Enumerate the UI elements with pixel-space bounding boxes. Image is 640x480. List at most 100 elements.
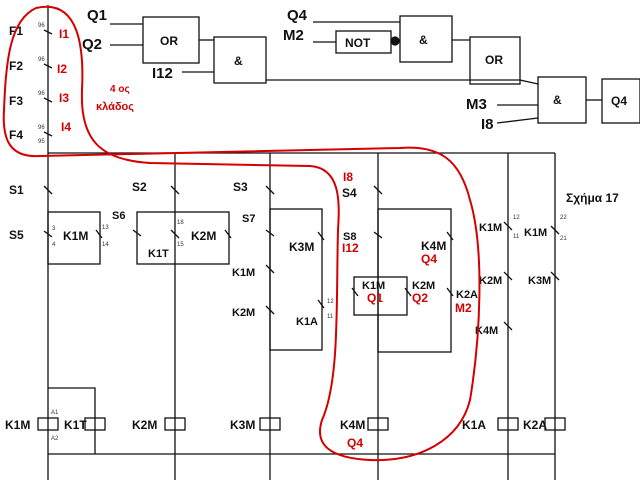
contact-k4m-b5: K4M [475, 325, 498, 337]
k1m-hold-pin-bot: 14 [102, 242, 109, 248]
k1t-pin-bot: 15 [177, 242, 184, 248]
and-gate-1-label: & [234, 54, 243, 68]
k1m-k2m-block [353, 276, 408, 316]
coil-k2a-label: K2A [523, 418, 547, 432]
and-gate-1 [213, 36, 267, 84]
contact-k1m-b5: K1M [479, 222, 502, 234]
k1m-hold-loop [47, 211, 101, 265]
b5-pin-bot: 11 [513, 234, 520, 240]
and-gate-2 [399, 15, 453, 63]
branch-5: K1M K2M K4M 12 11 K1A [462, 153, 520, 480]
and-gate-3-label: & [553, 93, 562, 107]
coil-k1t-label: K1T [64, 418, 87, 432]
inverter-bubble [390, 36, 400, 46]
or-gate-2-label: OR [485, 53, 503, 67]
annot-q4-bottom: Q4 [347, 436, 363, 450]
b5-pin-top: 12 [513, 215, 520, 221]
k1t-pin-top: 18 [177, 220, 184, 226]
branch-1: S1 S5 K1M 3 4 13 14 K1M K1T A1 A2 [5, 145, 109, 480]
contact-k1m-b4: K1M [362, 280, 385, 292]
contact-k4m-hold: K4M [421, 239, 446, 253]
k1a-pin-top: 12 [327, 299, 334, 305]
not-gate-label: NOT [345, 36, 371, 50]
contact-k1m-hold: K1M [63, 229, 88, 243]
switch-s6: S6 [112, 210, 125, 222]
contact-k1t: K1T [148, 248, 169, 260]
coil-k1a-label: K1A [462, 418, 486, 432]
s5-pin-bot: 4 [52, 242, 56, 248]
switch-s5: S5 [9, 228, 24, 242]
coil-k1m-label: K1M [5, 418, 30, 432]
coil-k3m-label: K3M [230, 418, 255, 432]
coil-k3m [259, 417, 281, 431]
contact-k2m-hold: K2M [191, 229, 216, 243]
input-m2: M2 [283, 27, 304, 44]
coil-k2m [164, 417, 186, 431]
or-gate-2 [469, 36, 521, 85]
branch-note-line1: 4 ος [110, 84, 130, 95]
fuse-f3-input: I3 [59, 91, 69, 105]
output-q4-box [601, 78, 640, 124]
logic-diagram: OR Q1 Q2 & I12 Q4 M2 NOT & OR & M3 [82, 7, 640, 133]
contact-k3m-hold: K3M [289, 240, 314, 254]
coil-k4m [367, 417, 389, 431]
k4m-hold-loop [377, 208, 452, 353]
input-q1: Q1 [87, 7, 107, 24]
highlight-loop [2, 5, 481, 462]
k1m-coil-a1: A1 [51, 410, 59, 416]
input-m3: M3 [466, 96, 487, 113]
annot-m2: M2 [455, 301, 472, 315]
contact-k2m-b4: K2M [412, 280, 435, 292]
branch-6: Σχήμα 17 K1M K3M 22 21 K2A [523, 153, 619, 480]
contact-k1m-interlock: K1M [232, 267, 255, 279]
fuse-f4-pin: 96 [38, 125, 45, 131]
annot-i12: I12 [342, 241, 359, 255]
coil-k2m-label: K2M [132, 418, 157, 432]
fuse-f2-input: I2 [57, 62, 67, 76]
input-i12: I12 [152, 65, 173, 82]
input-q4: Q4 [287, 7, 308, 24]
coil-k1m [37, 417, 59, 431]
k3m-hold-loop [269, 208, 323, 351]
fuse-f4-input: I4 [61, 120, 71, 134]
fuse-f3-pin: 96 [38, 91, 45, 97]
switch-s7: S7 [242, 213, 255, 225]
or-gate-1-label: OR [160, 34, 178, 48]
figure-caption: Σχήμα 17 [566, 191, 619, 205]
fuse-f4: F4 [9, 128, 23, 142]
k1a-pin-bot: 11 [327, 314, 334, 320]
red-annotations: I8 I12 Q4 Q1 Q2 M2 Q4 [2, 5, 481, 462]
fuse-column: F1 F2 F3 F4 96 96 96 96 95 I1 I2 I3 I4 4… [9, 5, 134, 145]
k2m-hold-loop [136, 211, 230, 265]
fuse-f1-pin: 96 [38, 23, 45, 29]
k1m-hold-pin-top: 13 [102, 225, 109, 231]
switch-s4: S4 [342, 186, 357, 200]
switch-s3: S3 [233, 180, 248, 194]
annot-q1: Q1 [367, 291, 383, 305]
contact-k3m-b6: K3M [528, 275, 551, 287]
annot-q2: Q2 [412, 291, 428, 305]
coil-k1t [84, 417, 106, 431]
fuse-f1-input: I1 [59, 27, 69, 41]
coil-k4m-label: K4M [340, 418, 365, 432]
input-i8: I8 [481, 116, 494, 133]
input-q2: Q2 [82, 36, 102, 53]
branch-2: S2 S6 K1T K2M 18 15 K2M [112, 153, 232, 480]
contact-k1m-b6: K1M [524, 227, 547, 239]
output-q4: Q4 [611, 94, 627, 108]
annot-i8: I8 [343, 170, 353, 184]
fuse-f3: F3 [9, 94, 23, 108]
fuse-f2-pin: 96 [38, 57, 45, 63]
branch-note-line2: κλάδος [96, 101, 134, 113]
b6-pin-bot: 21 [560, 236, 567, 242]
coil-k2a [544, 417, 566, 431]
b6-pin-top: 22 [560, 215, 567, 221]
branch-3: S3 S7 K3M K1M K2M K1A 12 11 K3M [230, 153, 334, 480]
annot-q4-top: Q4 [421, 252, 437, 266]
and-gate-2-label: & [419, 33, 428, 47]
branch-4: S4 S8 K4M K1M K2M K2A K4M [340, 153, 478, 480]
contact-k1a: K1A [296, 316, 318, 328]
fuse-f4-pin2: 95 [38, 139, 45, 145]
